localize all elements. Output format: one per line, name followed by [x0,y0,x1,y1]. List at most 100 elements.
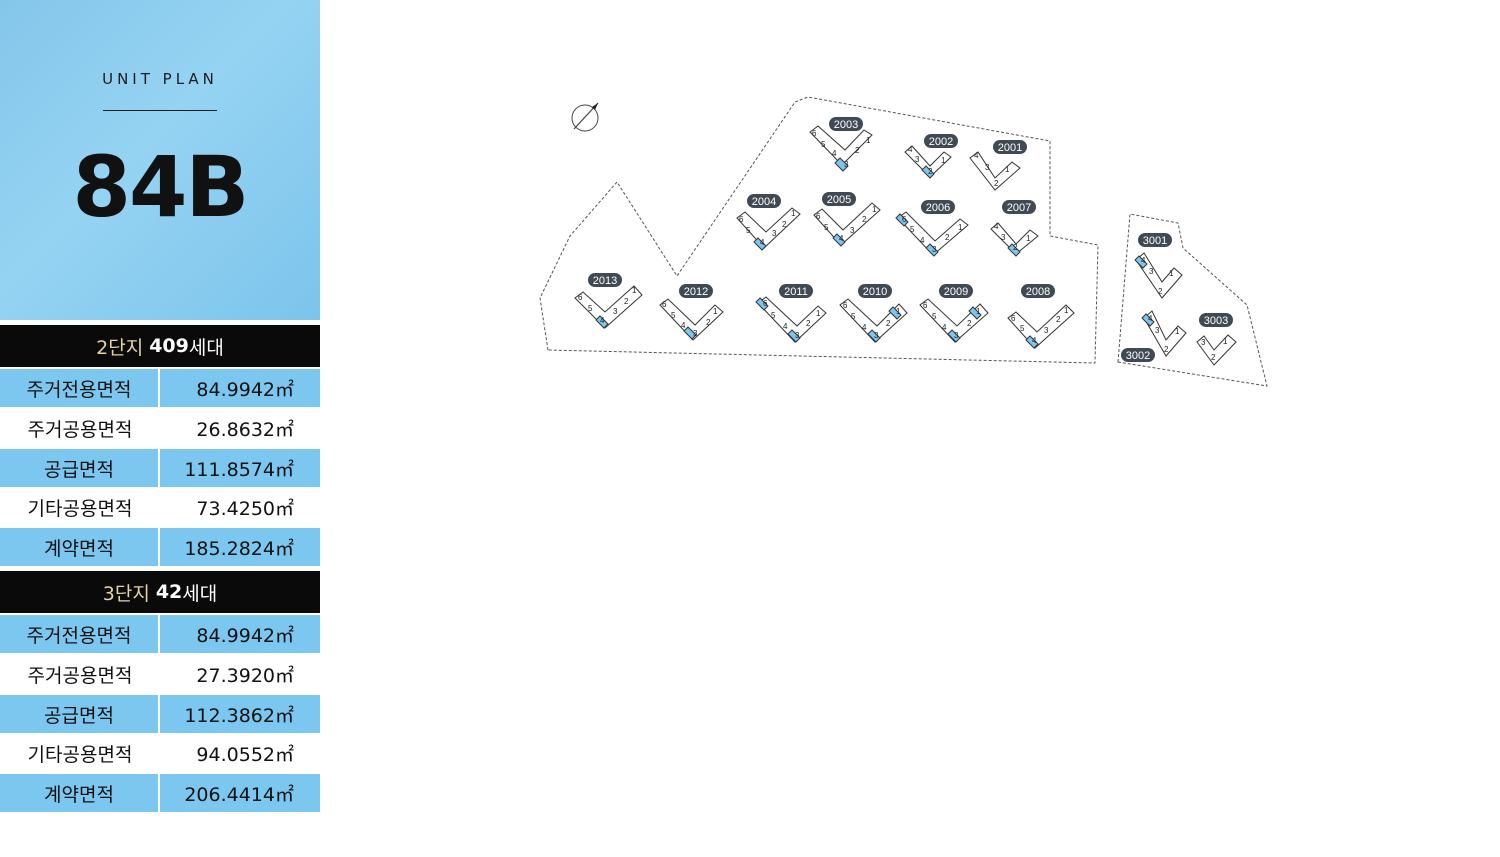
compass-icon [571,102,599,132]
svg-text:2: 2 [782,220,787,229]
area-row: 기타공용면적 73.4250㎡ [0,488,320,526]
svg-text:3: 3 [985,163,990,172]
svg-text:6: 6 [923,301,928,310]
svg-text:3: 3 [1155,326,1160,335]
building-tag: 2003 [829,117,863,131]
area-value: 185.2824㎡ [184,537,294,560]
svg-text:5: 5 [671,311,676,320]
svg-text:2: 2 [1056,315,1061,324]
building-number: 2003 [834,119,858,131]
svg-text:4: 4 [1148,314,1153,323]
area-row: 공급면적 112.3862㎡ [0,695,320,733]
svg-text:4: 4 [994,222,999,231]
area-row: 주거공용면적 26.8632㎡ [0,409,320,447]
svg-text:2: 2 [928,167,933,176]
building-number: 2012 [684,286,708,298]
building-tag: 2009 [939,284,973,298]
building-number: 2001 [998,142,1022,154]
household-count: 409 [149,335,189,357]
svg-text:3: 3 [795,331,800,340]
complex-3-header: 3단지 42 세대 [0,571,320,613]
svg-text:2: 2 [706,318,711,327]
svg-text:1: 1 [1026,234,1031,243]
complex-label: 3단지 [102,582,150,605]
svg-text:1: 1 [1175,327,1180,336]
svg-text:1: 1 [1064,306,1069,315]
area-label: 계약면적 [0,528,160,566]
area-row: 주거공용면적 27.3920㎡ [0,655,320,693]
svg-text:4: 4 [760,238,765,247]
svg-text:3: 3 [954,331,959,340]
svg-text:6: 6 [816,212,821,221]
area-row: 주거전용면적 84.9942㎡ [0,615,320,653]
svg-text:2: 2 [1164,345,1169,354]
building-number: 3002 [1126,350,1150,362]
svg-text:2: 2 [1211,353,1216,362]
complex-2-header: 2단지 409 세대 [0,325,320,367]
area-row: 주거전용면적 84.9942㎡ [0,369,320,407]
svg-text:3: 3 [874,331,879,340]
area-label: 기타공용면적 [27,497,133,520]
complex-2-boundary [539,96,1099,364]
svg-text:3: 3 [915,155,920,164]
svg-text:4: 4 [783,322,788,331]
svg-text:2: 2 [1013,243,1018,252]
building-number: 3001 [1143,235,1167,247]
building-tag: 2007 [1002,200,1036,214]
building-tag: 2002 [924,134,958,148]
building-number: 2010 [863,286,887,298]
svg-text:3: 3 [1149,267,1154,276]
svg-text:3: 3 [844,160,849,169]
svg-text:1: 1 [941,156,946,165]
svg-text:5: 5 [588,304,593,313]
svg-text:4: 4 [974,151,979,160]
svg-text:4: 4 [862,323,867,332]
svg-text:3: 3 [772,229,777,238]
svg-text:6: 6 [739,215,744,224]
area-label: 주거공용면적 [27,664,133,687]
svg-text:4: 4 [839,234,844,243]
building-number: 2013 [593,275,617,287]
building-tag: 2011 [779,284,813,298]
svg-text:1: 1 [1005,165,1010,174]
svg-text:1: 1 [866,136,871,145]
complex-label: 2단지 [96,336,144,359]
svg-text:1: 1 [1223,337,1228,346]
svg-text:5: 5 [771,311,776,320]
svg-text:2: 2 [967,319,972,328]
svg-text:6: 6 [812,129,817,138]
area-value: 112.3862㎡ [184,704,294,727]
svg-text:6: 6 [662,300,667,309]
svg-text:4: 4 [600,316,605,325]
area-label: 주거전용면적 [0,615,160,653]
building-tag: 3003 [1199,313,1233,327]
area-value: 84.9942㎡ [196,378,294,401]
sidebar: UNIT PLAN 84B 2단지 409 세대 주거전용면적 84.9942㎡… [0,0,320,857]
building-tag: 3002 [1121,348,1155,362]
svg-text:6: 6 [1011,314,1016,323]
area-value: 73.4250㎡ [196,497,294,520]
area-row: 기타공용면적 94.0552㎡ [0,734,320,772]
svg-text:4: 4 [908,145,913,154]
unit-type-title: 84B [72,138,250,236]
household-count: 42 [155,581,183,603]
svg-text:6: 6 [902,215,907,224]
svg-text:3: 3 [850,226,855,235]
area-row: 계약면적 206.4414㎡ [0,774,320,812]
area-value: 84.9942㎡ [196,624,294,647]
building-tag: 2005 [822,192,856,206]
svg-text:2: 2 [806,319,811,328]
area-label: 공급면적 [0,449,160,487]
building-tag: 2006 [921,200,955,214]
